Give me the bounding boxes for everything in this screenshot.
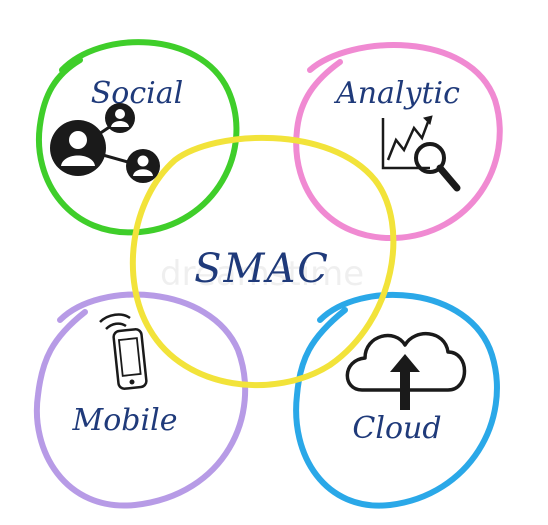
analytic-label: Analytic xyxy=(333,76,460,111)
mobile-circle xyxy=(33,291,249,509)
analytics-magnifier-icon xyxy=(381,115,461,192)
social-network-icon xyxy=(50,103,160,183)
mobile-phone-icon xyxy=(99,313,148,390)
watermark: dreamstime xyxy=(160,254,364,294)
cloud-upload-icon xyxy=(345,331,467,410)
mobile-label: Mobile xyxy=(72,403,178,438)
center-label: SMAC xyxy=(194,246,330,292)
social-label: Social xyxy=(91,76,184,111)
smac-center-circle xyxy=(129,134,397,389)
analytic-circle xyxy=(293,42,503,242)
cloud-circle xyxy=(293,292,500,509)
social-circle xyxy=(35,39,240,236)
cloud-label: Cloud xyxy=(352,411,441,446)
